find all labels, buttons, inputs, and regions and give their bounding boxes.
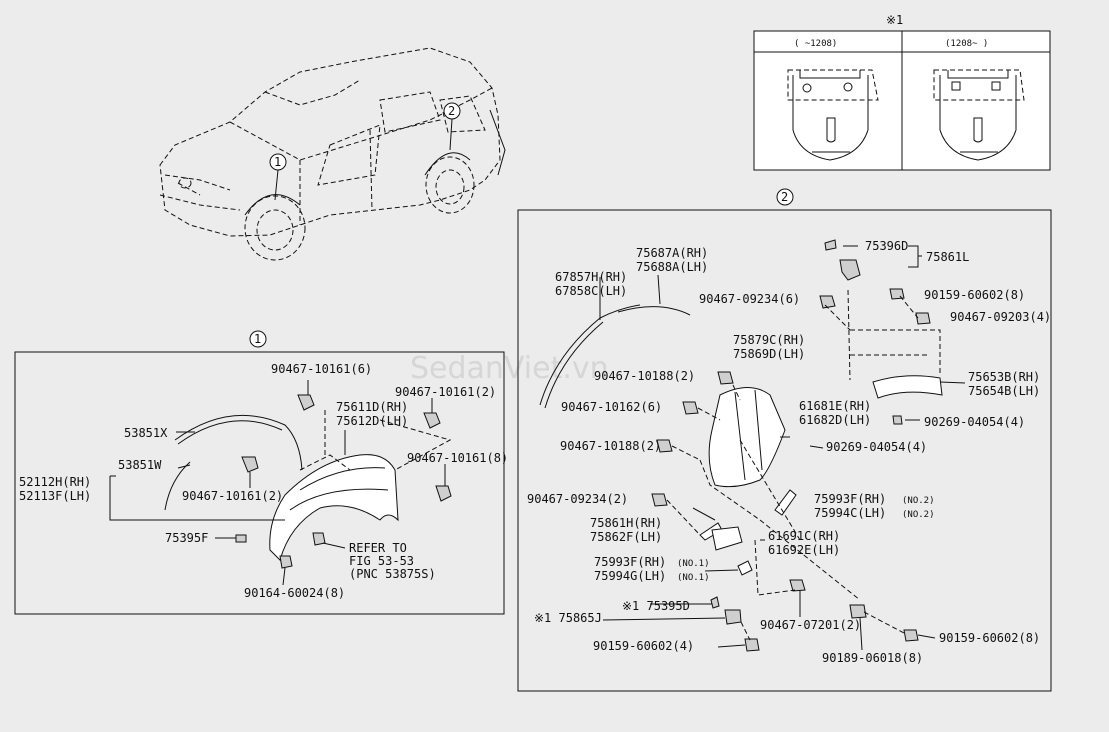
section-1-labels: 90467-10161(6) 90467-10161(2) 75611D(RH)… <box>19 362 508 600</box>
callout-2-car-text: 2 <box>448 104 455 118</box>
s2-label-o: 90269-04054(4) <box>826 440 927 454</box>
s1-label-h: 90467-10161(2) <box>182 489 283 503</box>
section-2-frame <box>517 209 1052 692</box>
s2-label-z: 90189-06018(8) <box>822 651 923 665</box>
s1-label-i: 75395F <box>165 531 208 545</box>
callout-1-car-text: 1 <box>274 155 281 169</box>
s2-label-s2: 61692E(LH) <box>768 543 840 557</box>
s1-label-a: 90467-10161(6) <box>271 362 372 376</box>
s2-label-w: 90467-07201(2) <box>760 618 861 632</box>
s2-label-t2: 75994G(LH) <box>594 569 666 583</box>
inset-box: ※1 ( ~1208) (1208~ ) <box>753 13 1051 171</box>
s1-label-f2: 52113F(LH) <box>19 489 91 503</box>
s2-label-x: 90159-60602(8) <box>939 631 1040 645</box>
s1-label-e: 53851W <box>118 458 162 472</box>
s2-label-y: 90159-60602(4) <box>593 639 694 653</box>
s2-label-n: 90467-10188(2) <box>560 439 661 453</box>
section-1-frame <box>14 351 505 615</box>
s2-label-j2: 75654B(LH) <box>968 384 1040 398</box>
vehicle-illustration <box>159 47 506 261</box>
s2-label-i: 90467-10188(2) <box>594 369 695 383</box>
s2-label-b: 75861L <box>926 250 969 264</box>
s2-label-k: 90467-10162(6) <box>561 400 662 414</box>
s2-label-p: 90467-09234(2) <box>527 492 628 506</box>
s2-label-h2: 75869D(LH) <box>733 347 805 361</box>
section-2-parts <box>539 239 966 652</box>
s2-label-v: ※1 75395D <box>622 599 690 613</box>
s2-label-q2-note: (NO.2) <box>902 510 935 520</box>
s2-label-c2: 75688A(LH) <box>636 260 708 274</box>
s2-label-a: 75396D <box>865 239 908 253</box>
s2-label-q2: 75994C(LH) <box>814 506 886 520</box>
s1-label-b: 90467-10161(2) <box>395 385 496 399</box>
s2-label-l1: 61681E(RH) <box>799 399 871 413</box>
s2-label-t1: 75993F(RH) <box>594 555 666 569</box>
s2-label-r2: 75862F(LH) <box>590 530 662 544</box>
watermark: SedanViet.vn <box>410 351 609 386</box>
s1-label-d: 53851X <box>124 426 168 440</box>
s1-label-c2: 75612D(LH) <box>336 414 408 428</box>
s2-label-c1: 75687A(RH) <box>636 246 708 260</box>
s1-label-g: 90467-10161(8) <box>407 451 508 465</box>
s1-label-j2: FIG 53-53 <box>349 554 414 568</box>
s2-label-m: 90269-04054(4) <box>924 415 1025 429</box>
s2-label-r1: 75861H(RH) <box>590 516 662 530</box>
s2-label-d1: 67857H(RH) <box>555 270 627 284</box>
s2-label-l2: 61682D(LH) <box>799 413 871 427</box>
s2-label-t1-note: (NO.1) <box>677 559 710 569</box>
inset-col-left: ( ~1208) <box>794 39 837 49</box>
s2-label-d2: 67858C(LH) <box>555 284 627 298</box>
inset-col-right: (1208~ ) <box>945 39 988 49</box>
section-2-labels: 75396D 75861L 75687A(RH) 75688A(LH) 6785… <box>527 239 1051 665</box>
callout-2-section <box>776 188 794 206</box>
s2-label-j1: 75653B(RH) <box>968 370 1040 384</box>
inset-title: ※1 <box>886 13 903 27</box>
s1-label-f1: 52112H(RH) <box>19 475 91 489</box>
section-1-parts <box>109 380 452 586</box>
s2-label-u: ※1 75865J <box>534 611 602 625</box>
s2-label-q1-note: (NO.2) <box>902 496 935 506</box>
s2-label-s1: 61691C(RH) <box>768 529 840 543</box>
s1-label-k: 90164-60024(8) <box>244 586 345 600</box>
s2-label-t2-note: (NO.1) <box>677 573 710 583</box>
s1-label-j1: REFER TO <box>349 541 407 555</box>
s1-label-c1: 75611D(RH) <box>336 400 408 414</box>
s2-label-f: 90159-60602(8) <box>924 288 1025 302</box>
callout-1-section <box>249 330 267 348</box>
callout-2-section-text: 2 <box>781 190 788 204</box>
s2-label-q1: 75993F(RH) <box>814 492 886 506</box>
s1-label-j3: (PNC 53875S) <box>349 567 436 581</box>
s2-label-g: 90467-09203(4) <box>950 310 1051 324</box>
s2-label-h1: 75879C(RH) <box>733 333 805 347</box>
s2-label-e: 90467-09234(6) <box>699 292 800 306</box>
callout-1-section-text: 1 <box>254 332 261 346</box>
